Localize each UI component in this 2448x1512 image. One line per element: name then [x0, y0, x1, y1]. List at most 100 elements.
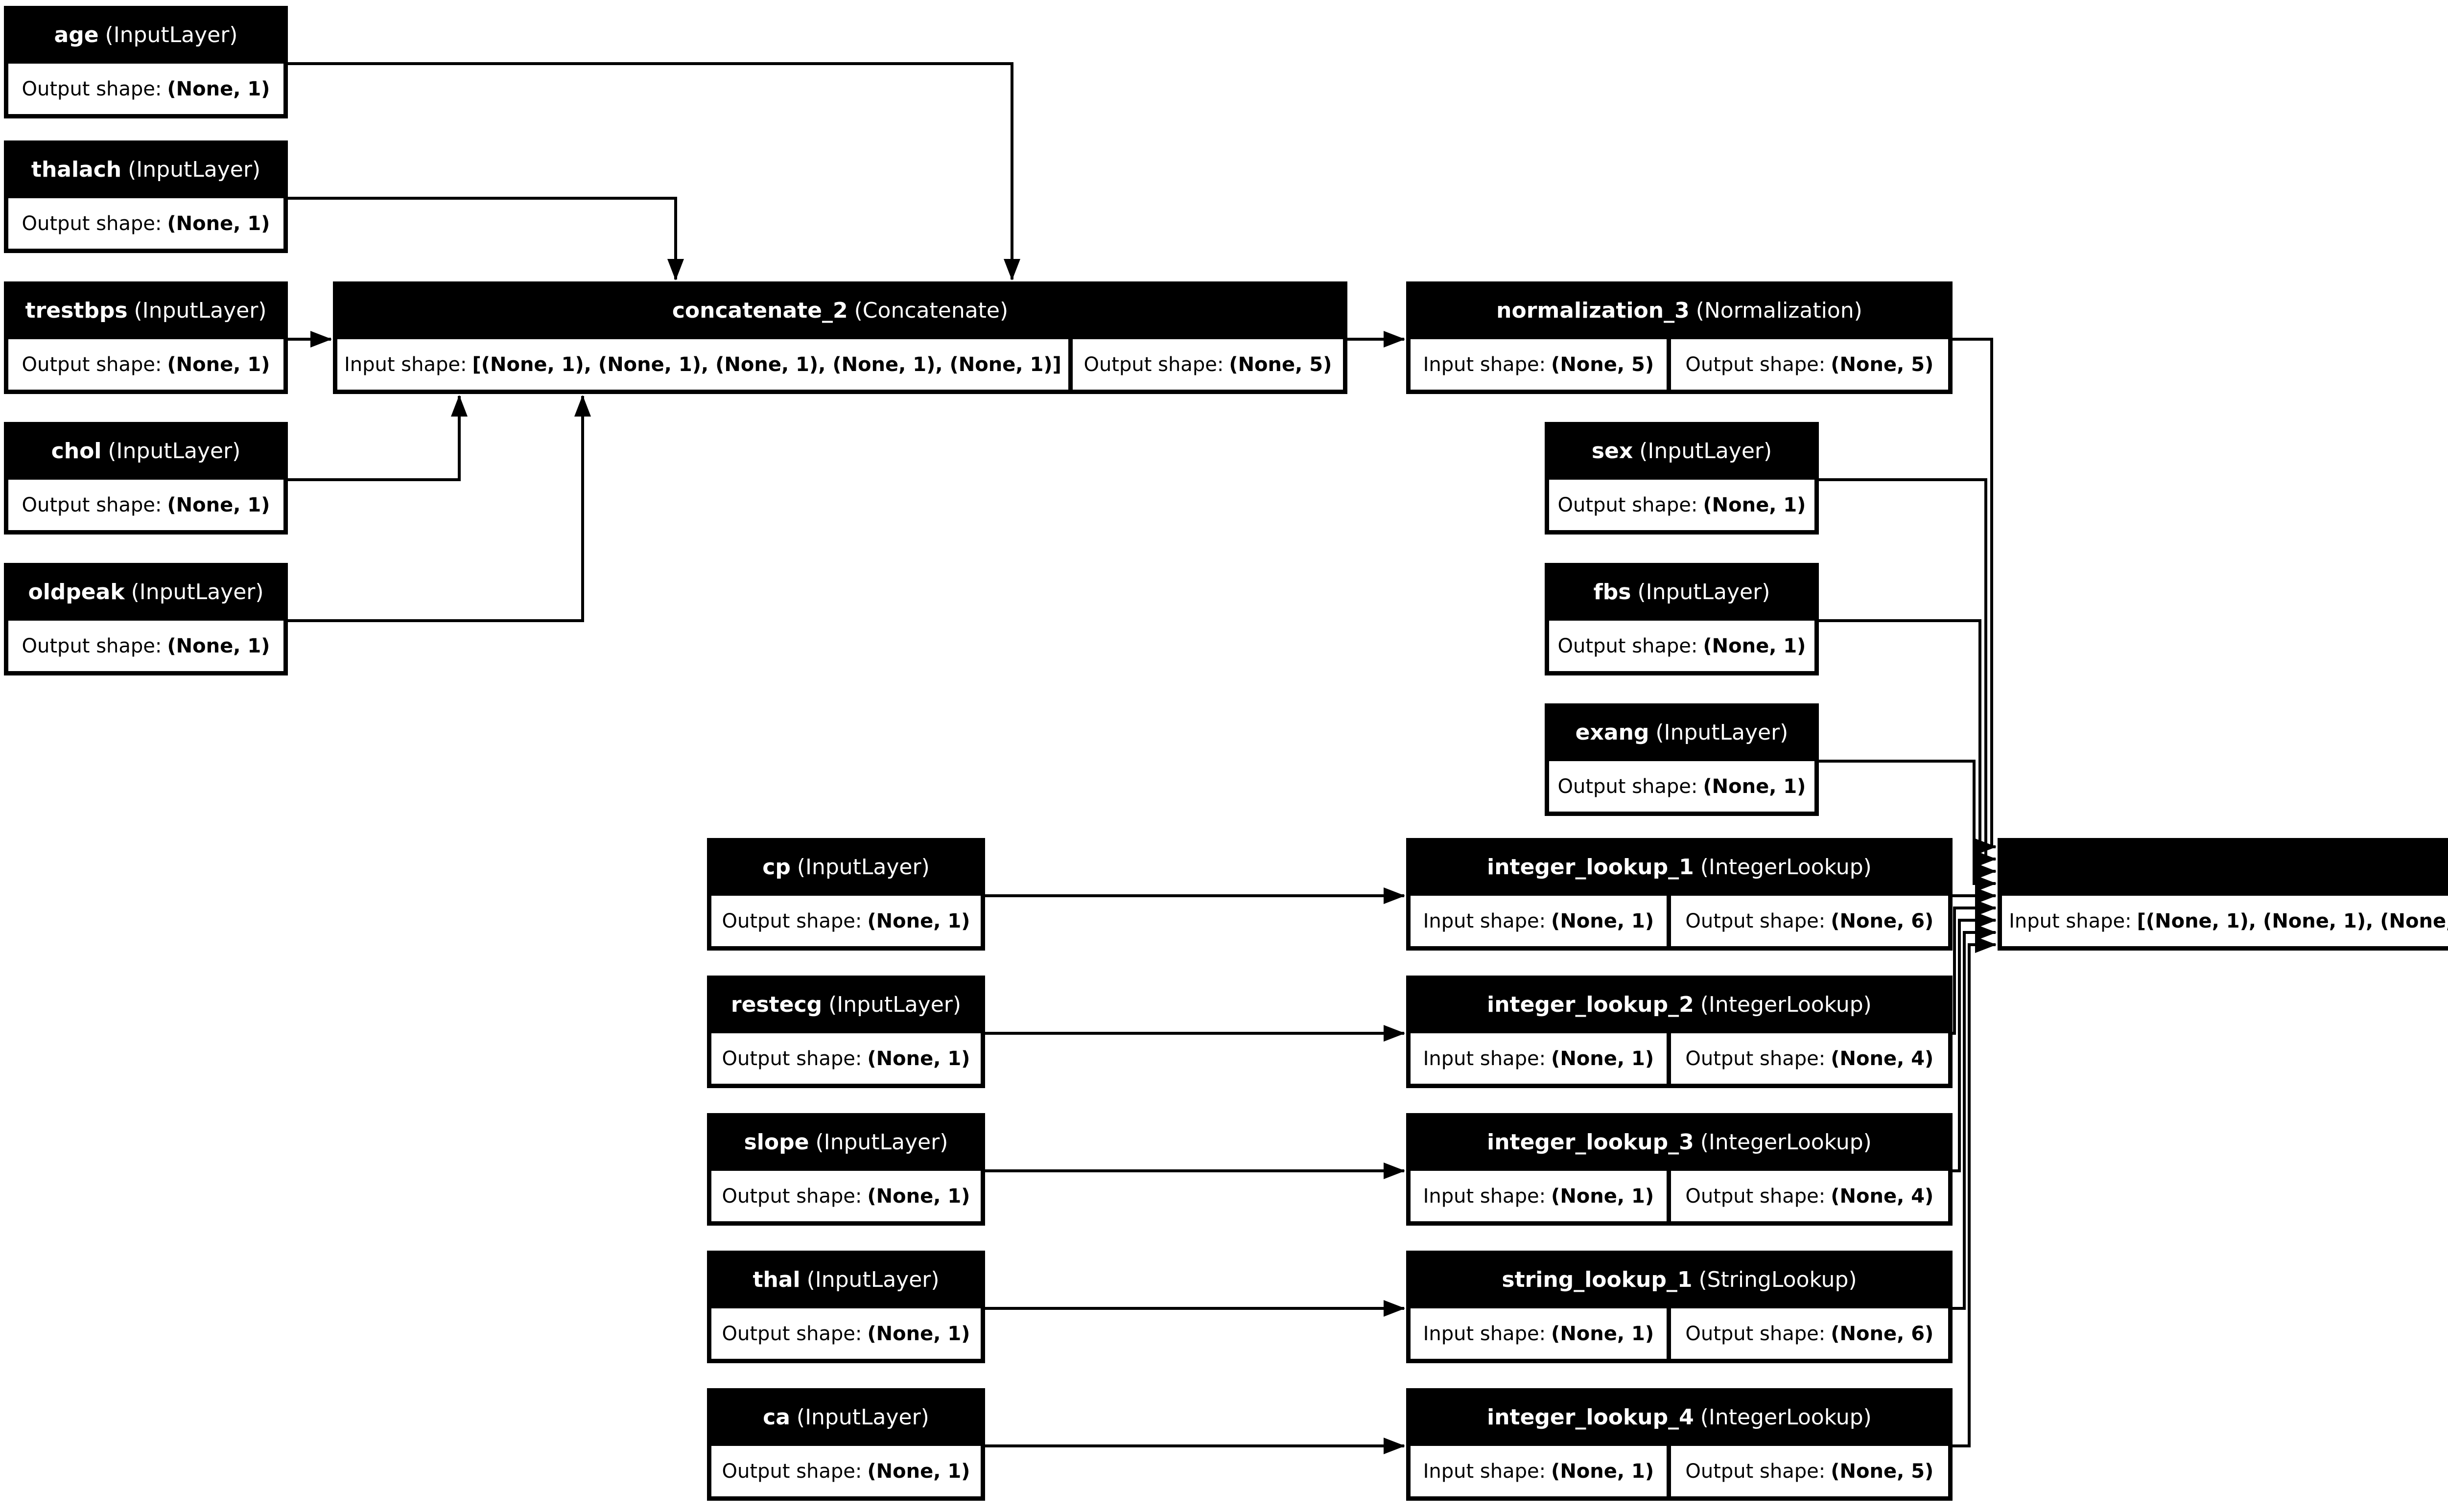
edge-thalach-to-concatenate_2: [288, 197, 684, 280]
shape-label: Output shape:: [722, 909, 862, 932]
shape-label: Output shape:: [1557, 634, 1698, 657]
layer-header: restecg(InputLayer): [707, 976, 985, 1033]
shape-label: Output shape:: [1557, 775, 1698, 798]
layer-header: integer_lookup_4(IntegerLookup): [1406, 1388, 1953, 1446]
shape-cell: Output shape:(None, 4): [1671, 1171, 1948, 1221]
layer-shape-row: Output shape:(None, 1): [4, 339, 288, 394]
layer-shape-row: Input shape:(None, 5)Output shape:(None,…: [1406, 339, 1953, 394]
layer-name: integer_lookup_4: [1487, 1404, 1694, 1430]
layer-header: integer_lookup_2(IntegerLookup): [1406, 976, 1953, 1033]
layer-shape-row: Input shape:[(None, 1), (None, 1), (None…: [333, 339, 1347, 394]
shape-label: Output shape:: [1685, 1460, 1826, 1483]
shape-value: (None, 1): [1703, 634, 1806, 657]
edge-fbs-to-concatenate_3: [1819, 619, 1997, 880]
layer-shape-row: Output shape:(None, 1): [1545, 621, 1819, 675]
edge-age-to-concatenate_2: [288, 62, 1020, 280]
shape-cell: Output shape:(None, 5): [1671, 339, 1948, 390]
shape-value: (None, 1): [167, 212, 270, 235]
layer-type: (InputLayer): [134, 298, 267, 323]
layer-type: (Normalization): [1695, 298, 1862, 323]
layer-type: (InputLayer): [1637, 579, 1770, 605]
layer-type: (InputLayer): [128, 157, 261, 182]
shape-value: (None, 1): [867, 1460, 970, 1483]
layer-node-trestbps: trestbps(InputLayer) Output shape:(None, …: [4, 281, 288, 394]
layer-name: integer_lookup_2: [1487, 992, 1694, 1017]
layer-type: (InputLayer): [1655, 720, 1789, 745]
shape-cell: Input shape:(None, 1): [1411, 1171, 1667, 1221]
layer-name: concatenate_2: [672, 298, 848, 323]
edge-normalization_3-to-concatenate_3: [1953, 338, 1997, 855]
shape-label: Output shape:: [22, 77, 162, 100]
layer-header: concatenate_2(Concatenate): [333, 281, 1347, 339]
shape-label: Input shape:: [1423, 909, 1546, 932]
shape-cell: Output shape:(None, 1): [8, 480, 283, 530]
shape-label: Output shape:: [22, 634, 162, 657]
shape-value: [(None, 1), (None, 1), (None, 1), (None,…: [2137, 909, 2448, 932]
shape-label: Input shape:: [1423, 1322, 1546, 1345]
layer-name: integer_lookup_3: [1487, 1129, 1694, 1155]
shape-cell: Input shape:(None, 1): [1411, 1033, 1667, 1084]
layer-header: fbs(InputLayer): [1545, 563, 1819, 621]
edge-integer_lookup_4-to-concatenate_3: [1953, 936, 1997, 1447]
shape-cell: Output shape:(None, 1): [8, 339, 283, 390]
shape-value: (None, 1): [167, 493, 270, 516]
edge-oldpeak-to-concatenate_2: [288, 395, 591, 622]
layer-node-thalach: thalach(InputLayer) Output shape:(None, 1…: [4, 140, 288, 253]
layer-shape-row: Input shape:(None, 1)Output shape:(None,…: [1406, 896, 1953, 951]
shape-cell: Input shape:(None, 1): [1411, 1308, 1667, 1359]
edge-integer_lookup_3-to-concatenate_3: [1953, 912, 1997, 1172]
shape-label: Input shape:: [2009, 909, 2132, 932]
shape-value: (None, 5): [1831, 1460, 1934, 1483]
layer-header: string_lookup_1(StringLookup): [1406, 1251, 1953, 1308]
edge-chol-to-concatenate_2: [288, 395, 468, 481]
layer-type: (IntegerLookup): [1700, 854, 1872, 880]
shape-value: (None, 4): [1831, 1185, 1934, 1208]
shape-value: (None, 1): [167, 634, 270, 657]
layer-header: normalization_3(Normalization): [1406, 281, 1953, 339]
layer-node-integer_lookup_4: integer_lookup_4(IntegerLookup)Input sha…: [1406, 1388, 1953, 1501]
layer-node-restecg: restecg(InputLayer)Output shape:(None, 1…: [707, 976, 985, 1088]
shape-label: Input shape:: [344, 353, 467, 376]
shape-cell: Output shape:(None, 5): [1671, 1446, 1948, 1496]
edge-string_lookup_1-to-concatenate_3: [1953, 924, 1997, 1310]
layer-name: sex: [1591, 438, 1633, 464]
layer-name: slope: [744, 1129, 809, 1155]
layer-name: oldpeak: [28, 579, 125, 605]
layer-header: exang(InputLayer): [1545, 703, 1819, 761]
shape-value: (None, 1): [167, 353, 270, 376]
layer-type: (InputLayer): [1639, 438, 1772, 464]
shape-label: Output shape:: [722, 1322, 862, 1345]
shape-cell: Output shape:(None, 1): [711, 1171, 981, 1221]
edge-integer_lookup_2-to-concatenate_3: [1953, 900, 1997, 1035]
layer-type: (InputLayer): [108, 438, 241, 464]
layer-type: (IntegerLookup): [1700, 1129, 1872, 1155]
shape-value: (None, 6): [1831, 1322, 1934, 1345]
layer-type: (IntegerLookup): [1700, 1404, 1872, 1430]
layer-shape-row: Output shape:(None, 1): [4, 480, 288, 535]
layer-name: trestbps: [25, 298, 128, 323]
layer-type: (InputLayer): [828, 992, 962, 1017]
shape-cell: Output shape:(None, 1): [711, 896, 981, 946]
layer-node-integer_lookup_3: integer_lookup_3(IntegerLookup) Input sha…: [1406, 1113, 1953, 1226]
layer-node-thal: thal(InputLayer)Output shape:(None, 1): [707, 1251, 985, 1363]
shape-label: Output shape:: [22, 493, 162, 516]
shape-cell: Output shape:(None, 5): [1072, 339, 1343, 390]
shape-value: (None, 5): [1229, 353, 1332, 376]
layer-header: thalach(InputLayer): [4, 140, 288, 198]
layer-node-integer_lookup_1: integer_lookup_1(IntegerLookup)Input sha…: [1406, 838, 1953, 951]
shape-value: (None, 1): [1551, 1185, 1654, 1208]
layer-shape-row: Output shape:(None, 1): [4, 621, 288, 675]
shape-value: (None, 1): [1703, 493, 1806, 516]
layer-node-ca: ca(InputLayer)Output shape:(None, 1): [707, 1388, 985, 1501]
layer-node-age: age(InputLayer)Output shape:(None, 1): [4, 6, 288, 118]
shape-cell: Output shape:(None, 4): [1671, 1033, 1948, 1084]
shape-label: Output shape:: [22, 212, 162, 235]
shape-label: Output shape:: [1685, 1185, 1826, 1208]
layer-header: sex(InputLayer): [1545, 422, 1819, 480]
layer-shape-row: Output shape:(None, 1): [1545, 761, 1819, 816]
layer-node-cp: cp(InputLayer)Output shape:(None, 1): [707, 838, 985, 951]
layer-node-concatenate_3: concatenate_3(Concatenate)Input shape:[(…: [1998, 838, 2448, 951]
shape-cell: Output shape:(None, 1): [1549, 480, 1814, 530]
shape-label: Output shape:: [1685, 1322, 1826, 1345]
layer-type: (InputLayer): [105, 22, 238, 47]
